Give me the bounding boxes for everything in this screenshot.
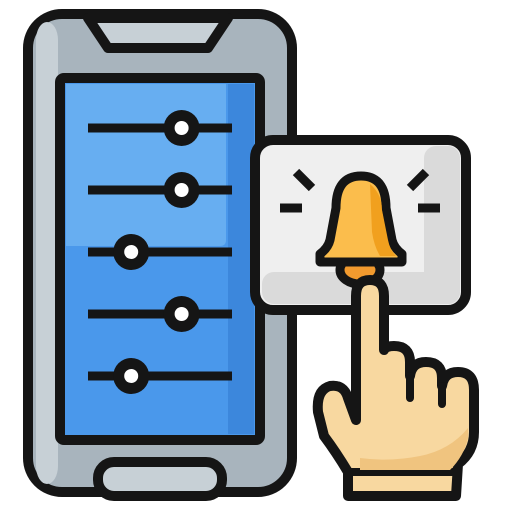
phone-body-highlight xyxy=(36,22,58,484)
screen-shade xyxy=(228,84,254,434)
bell-shade xyxy=(370,184,396,256)
slider-knob-center xyxy=(174,307,189,321)
card-shade xyxy=(424,146,460,304)
slider-row xyxy=(88,172,232,208)
slider-knob-center xyxy=(174,121,189,135)
notification-card-icon xyxy=(250,135,471,315)
slider-knob-center xyxy=(124,245,139,259)
screen-highlight xyxy=(66,84,226,246)
slider-row xyxy=(88,110,232,146)
bell-icon xyxy=(315,171,407,289)
ring-line-right-top xyxy=(406,168,430,192)
ring-lines xyxy=(280,168,440,213)
pointing-hand-icon xyxy=(312,275,479,501)
slider-list xyxy=(88,110,232,394)
slider-row xyxy=(88,296,232,332)
slider-row xyxy=(88,358,232,394)
slider-knob-center xyxy=(124,369,139,383)
finger-separators xyxy=(406,372,446,408)
slider-row xyxy=(88,234,232,270)
home-button xyxy=(93,457,227,501)
ring-line-left-top xyxy=(292,168,316,192)
hand-shade xyxy=(360,428,468,470)
phone-speaker-notch xyxy=(83,13,233,53)
slider-knob-center xyxy=(174,183,189,197)
